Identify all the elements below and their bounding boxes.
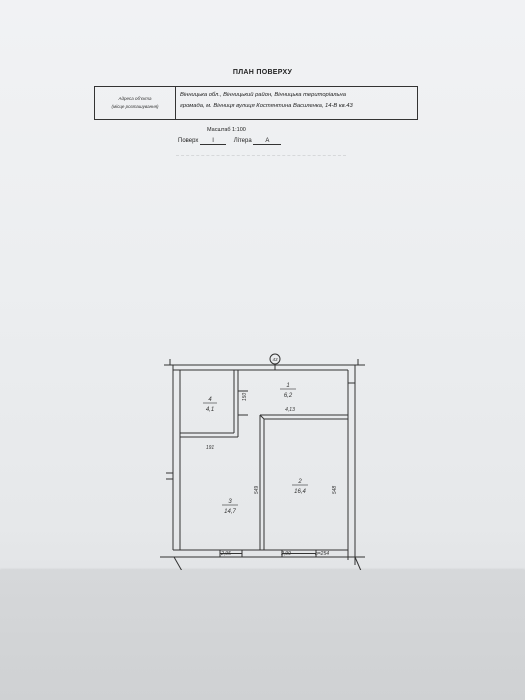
dim-299: 2,99 xyxy=(280,551,291,557)
room-4-number: 4 xyxy=(208,397,212,403)
room-2-number: 2 xyxy=(297,479,302,485)
dim-549: 549 xyxy=(254,486,260,495)
dim-295: 2,95 xyxy=(220,551,231,557)
dim-150: 150 xyxy=(242,393,248,402)
letter-value: А xyxy=(253,138,282,145)
room-1-area: 6,2 xyxy=(284,393,293,399)
address-value-cell: Вінницька обл., Вінницький район, Вінниц… xyxy=(176,87,417,119)
plan-walls xyxy=(160,353,366,586)
address-sublabel: (місце розташування) xyxy=(111,104,159,109)
room-3-area: 14,7 xyxy=(224,509,236,515)
paper-fold xyxy=(0,570,525,700)
scale-text: Масштаб 1:100 xyxy=(207,127,246,133)
room-4-area: 4,1 xyxy=(206,407,214,413)
dim-h254: h=254 xyxy=(315,551,329,557)
floor-plan: 43 1 6,2 4 4,1 3 14,7 2 16,4 150 4,13 19… xyxy=(160,353,366,586)
address-line-2: громада, м. Вінниця вулиця Костянтина Ва… xyxy=(180,103,353,109)
dim-191: 191 xyxy=(206,445,215,451)
address-label-cell: Адреса об'єкта (місце розташування) xyxy=(95,87,176,119)
floor-letter-line: Поверх I Літера А xyxy=(178,138,282,145)
dim-548: 548 xyxy=(332,486,338,495)
floor-label: Поверх xyxy=(178,138,199,144)
floor-value: I xyxy=(200,138,227,145)
document-title: ПЛАН ПОВЕРХУ xyxy=(232,69,293,76)
address-label: Адреса об'єкта xyxy=(118,96,152,101)
address-line-1: Вінницька обл., Вінницький район, Вінниц… xyxy=(180,92,346,98)
partition-join xyxy=(259,414,265,420)
room-3-number: 3 xyxy=(228,499,232,505)
room-2-area: 16,4 xyxy=(294,489,306,495)
room-1-number: 1 xyxy=(286,383,289,389)
apartment-marker-label: 43 xyxy=(272,357,278,362)
address-table: Адреса об'єкта (місце розташування) Вінн… xyxy=(94,86,418,120)
letter-label: Літера xyxy=(233,138,252,144)
dim-413: 4,13 xyxy=(285,407,295,413)
bleed-through-marks xyxy=(176,155,346,166)
